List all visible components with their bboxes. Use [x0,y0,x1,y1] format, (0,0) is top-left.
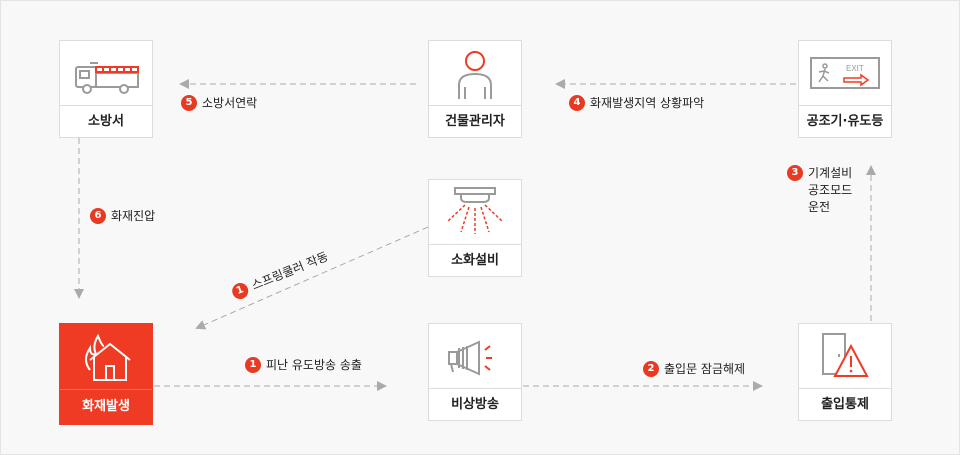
step-2-door-unlock: 2 출입문 잠금해제 [643,361,745,378]
step-4-assess-fire-area: 4 화재발생지역 상황파악 [569,95,704,112]
step-line: 운전 [808,200,831,214]
megaphone-icon [448,340,492,376]
step-label: 화재진압 [111,209,156,223]
step-label: 소방서연락 [202,96,258,110]
step-line: 기계설비 [808,166,853,180]
node-access-control: 출입통제 [798,323,892,421]
step-badge: 2 [643,361,659,377]
step-label: 피난 유도방송 송출 [266,358,362,372]
step-badge: 3 [787,165,803,181]
step-5-contact-fire-station: 5 소방서연락 [181,95,257,112]
node-label: 소방서 [60,105,152,137]
node-fire-station: 소방서 [59,40,153,138]
node-label: 소화설비 [429,244,521,276]
step-3-hvac-mode: 3 기계설비 공조모드 운전 [787,165,852,216]
node-emergency-broadcast: 비상방송 [428,323,522,421]
node-fire-outbreak: 화재발생 [59,323,153,425]
step-label: 출입문 잠금해제 [664,362,746,376]
step-badge: 5 [181,95,197,111]
node-building-manager: 건물관리자 [428,40,522,138]
node-label: 출입통제 [799,388,891,420]
step-6-fire-suppression: 6 화재진압 [90,208,155,225]
step-badge: 1 [245,357,261,373]
step-line: 공조모드 [808,183,853,197]
node-label: 공조기·유도등 [799,105,891,137]
step-label: 화재발생지역 상황파악 [590,96,705,110]
step-badge: 4 [569,95,585,111]
node-ventilation-guidance: EXIT 공조기·유도등 [798,40,892,138]
arrow-suppression-to-fire [195,226,429,330]
node-fire-suppression: 소화설비 [428,179,522,277]
door-warning-icon [822,333,869,377]
step-badge: 6 [90,208,106,224]
burning-house-icon [85,333,131,381]
sprinkler-icon [446,187,504,234]
node-label: 비상방송 [429,388,521,420]
step-1-evacuation-broadcast: 1 피난 유도방송 송출 [245,357,362,374]
step-label: 기계설비 공조모드 운전 [808,165,852,216]
person-icon [458,51,492,99]
node-label: 건물관리자 [429,105,521,137]
node-label: 화재발생 [60,389,152,424]
fire-truck-icon [75,62,139,94]
exit-sign-icon: EXIT [810,57,880,89]
exit-sign-text: EXIT [846,64,864,73]
